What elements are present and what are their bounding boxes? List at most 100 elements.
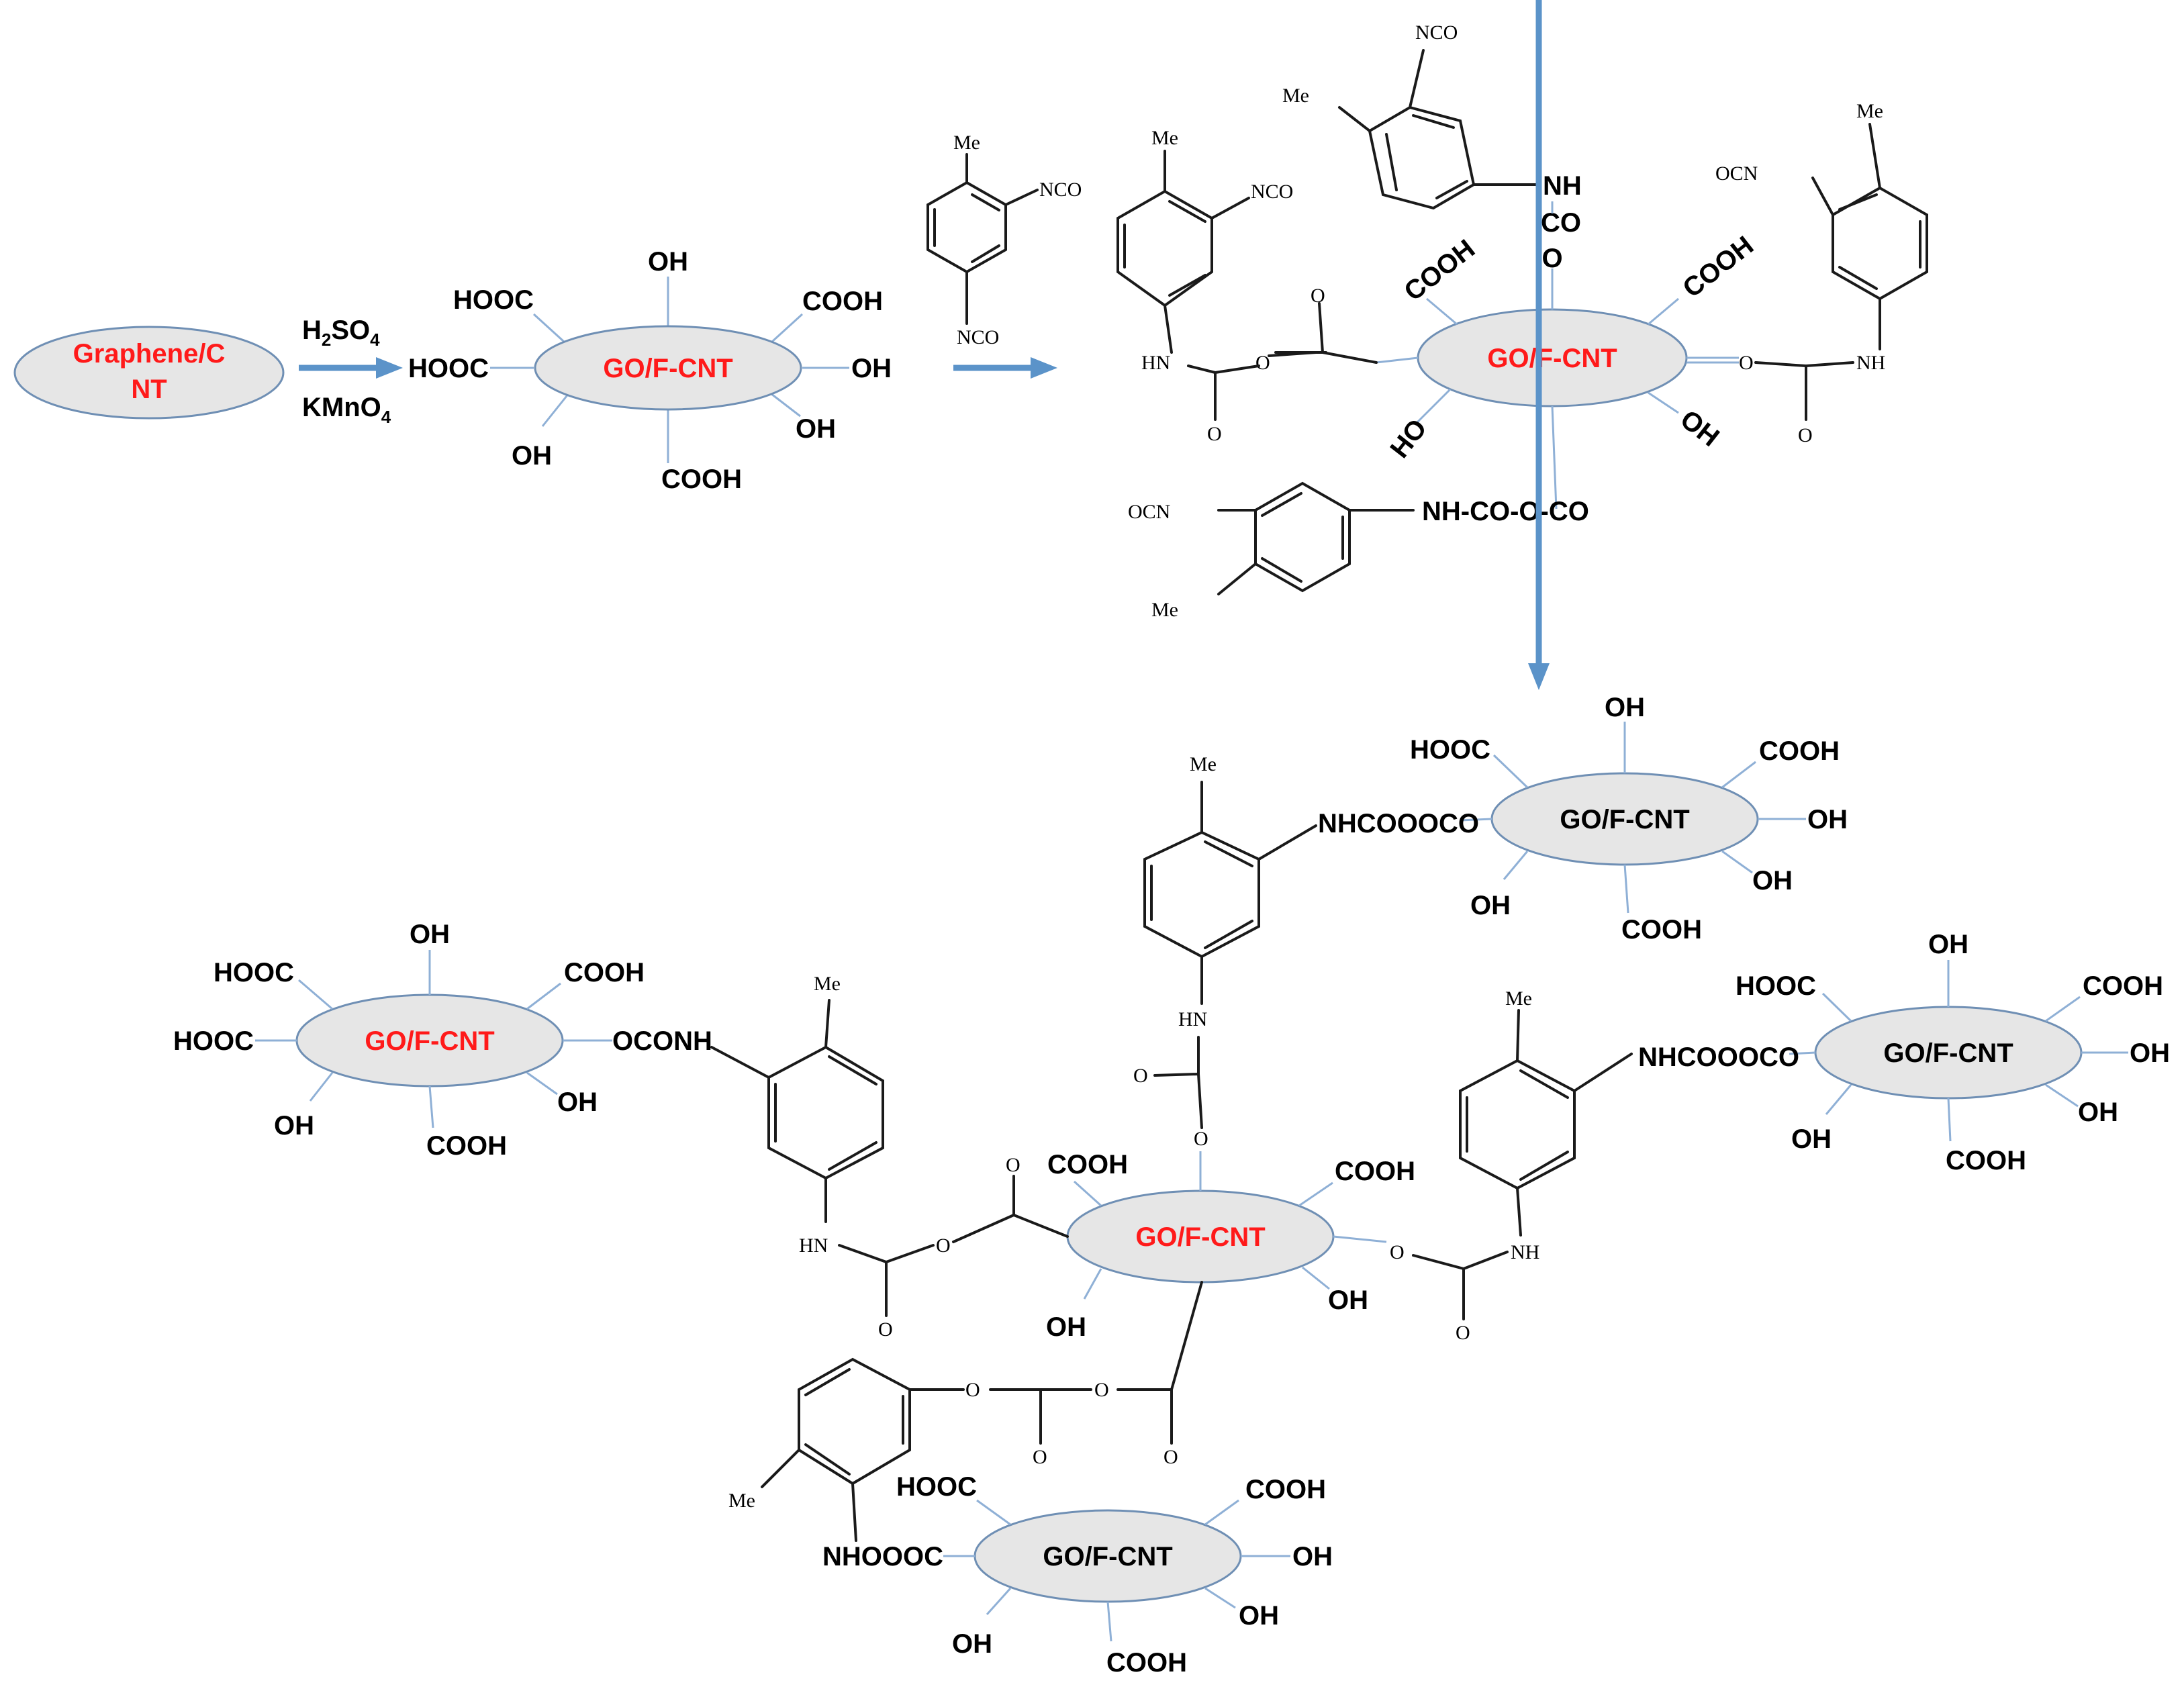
- left-me: Me: [1151, 127, 1178, 149]
- bottom-o-2: O: [1094, 1379, 1109, 1401]
- top-co: CO: [1541, 208, 1581, 238]
- right-cooh-2: COOH: [1946, 1146, 2026, 1175]
- reagent-kmno4: KMnO4: [302, 393, 391, 427]
- bottom-oh-right: OH: [1292, 1542, 1333, 1571]
- bottom-link-label: NH-CO-O-CO: [1422, 497, 1589, 526]
- right-aryl-me: Me: [1505, 987, 1532, 1010]
- oxidation-arrow: [299, 357, 403, 379]
- left-aryl-link: Me HN O O O: [710, 973, 1069, 1341]
- oh-right-1: OH: [851, 354, 892, 383]
- left-o-1: O: [1311, 285, 1325, 307]
- right-oh-lr: OH: [2078, 1098, 2118, 1127]
- right-nh: NH: [1856, 352, 1885, 374]
- upper-oh-lr: OH: [1752, 866, 1793, 895]
- tdi-me: Me: [953, 132, 980, 154]
- left-nco: NCO: [1251, 181, 1293, 203]
- upper-oh-ll: OH: [1470, 891, 1511, 920]
- left-tdi-arm: O O O HN Me NCO: [1117, 127, 1378, 445]
- left-oh-top: OH: [410, 920, 450, 949]
- oh-top-1: OH: [648, 247, 688, 277]
- left-link-label: OCONH: [612, 1026, 712, 1056]
- go-fcnt-central: GO/F-CNT COOH COOH OH OH: [1046, 1150, 1415, 1342]
- right-aryl-nh: NH: [1511, 1241, 1539, 1263]
- hooc-left-1: HOOC: [408, 354, 489, 383]
- cooh-bottom-1: COOH: [661, 465, 742, 494]
- bottom-hooc: HOOC: [896, 1472, 977, 1502]
- upper-aryl-hn: HN: [1178, 1008, 1207, 1030]
- core-label-bottom: GO/F-CNT: [1043, 1542, 1172, 1571]
- bottom-cooh-2: COOH: [1106, 1648, 1187, 1678]
- core-label-2: GO/F-CNT: [1487, 344, 1617, 373]
- right-tdi-arm: O O NH Me OCN: [1687, 100, 1928, 446]
- bottom-oh-ll: OH: [952, 1629, 992, 1659]
- oh-ll-1: OH: [512, 441, 552, 471]
- core-label-upper: GO/F-CNT: [1560, 805, 1689, 834]
- hooc-ul-1: HOOC: [453, 285, 534, 315]
- bottom-aryl-me: Me: [728, 1490, 755, 1512]
- right-oh-right: OH: [2130, 1038, 2170, 1068]
- top-nh: NH: [1543, 171, 1582, 201]
- left-aryl-me: Me: [814, 973, 841, 995]
- core-label-1: GO/F-CNT: [603, 354, 732, 383]
- left-o-3: O: [1207, 423, 1222, 445]
- right-oh-top: OH: [1928, 930, 1968, 959]
- upper-oh-right: OH: [1807, 805, 1848, 834]
- core-label-right: GO/F-CNT: [1883, 1038, 2013, 1068]
- right-link-label: NHCOOOCO: [1638, 1043, 1799, 1072]
- upper-hooc: HOOC: [1410, 735, 1490, 765]
- left-hn: HN: [1141, 352, 1170, 374]
- cooh-ur-1: COOH: [802, 287, 883, 316]
- right-me: Me: [1856, 100, 1883, 122]
- left-aryl-o-2: O: [936, 1234, 951, 1257]
- bottom-o-3: O: [1033, 1446, 1047, 1468]
- oh-lr-1: OH: [796, 414, 836, 444]
- upper-link-label: NHCOOOCO: [1318, 809, 1479, 838]
- left-hooc-1: HOOC: [213, 958, 294, 987]
- upper-oh-top: OH: [1605, 693, 1645, 722]
- left-hooc-2: HOOC: [173, 1026, 254, 1056]
- right-o-2: O: [1798, 424, 1813, 446]
- left-aryl-o-1: O: [878, 1318, 893, 1341]
- core-label-central: GO/F-CNT: [1135, 1222, 1265, 1252]
- cooh-ul-2: COOH: [1398, 234, 1480, 307]
- graphene-cnt-label-1: Graphene/C: [73, 339, 226, 369]
- bottom-o-4: O: [965, 1379, 980, 1401]
- go-fcnt-left: GO/F-CNT OH HOOC COOH HOOC OCONH OH COOH…: [173, 920, 712, 1161]
- right-aryl-o-2: O: [1390, 1241, 1405, 1263]
- core-label-left: GO/F-CNT: [365, 1026, 494, 1056]
- cooh-ur-2: COOH: [1677, 231, 1759, 304]
- bottom-link-label: NHOOOC: [822, 1542, 943, 1571]
- left-oh-ll: OH: [274, 1111, 314, 1141]
- central-oh-1: OH: [1046, 1312, 1086, 1342]
- bottom-aryl-link: O O O O Me: [728, 1281, 1203, 1542]
- left-oh-lr: OH: [557, 1087, 598, 1117]
- crosslink-arrow: [1528, 0, 1550, 690]
- left-aryl-hn: HN: [799, 1234, 828, 1257]
- go-fcnt-core-1: GO/F-CNT OH COOH OH OH COOH OH HOOC HOOC: [408, 247, 892, 494]
- tdi-reagent: Me NCO NCO: [927, 132, 1082, 348]
- left-o-2: O: [1255, 352, 1270, 374]
- go-fcnt-bottom: GO/F-CNT HOOC COOH OH OH COOH OH NHOOOC: [822, 1472, 1333, 1678]
- central-cooh-1: COOH: [1047, 1150, 1128, 1179]
- right-aryl-o-1: O: [1456, 1322, 1470, 1344]
- left-aryl-o-3: O: [1006, 1154, 1020, 1176]
- upper-aryl-me: Me: [1190, 753, 1217, 775]
- bottom-oh-lr: OH: [1239, 1601, 1279, 1631]
- ho-ll-2: HO: [1384, 414, 1433, 463]
- bottom-ocn: OCN: [1128, 501, 1170, 523]
- right-oh-ll: OH: [1791, 1124, 1832, 1154]
- upper-aryl-link: NHCOOOCO Me HN O O: [1133, 753, 1479, 1191]
- graphene-cnt-label-2: NT: [131, 375, 167, 404]
- right-o-1: O: [1739, 352, 1754, 374]
- upper-cooh-2: COOH: [1621, 915, 1702, 945]
- upper-aryl-o-1: O: [1133, 1065, 1148, 1087]
- central-oh-2: OH: [1328, 1286, 1368, 1315]
- right-ocn: OCN: [1715, 162, 1758, 185]
- bottom-o-1: O: [1164, 1446, 1178, 1468]
- left-cooh-2: COOH: [426, 1131, 507, 1161]
- oh-lr-2: OH: [1674, 404, 1724, 452]
- tdi-nco-1: NCO: [1039, 179, 1082, 201]
- bottom-cooh-1: COOH: [1245, 1475, 1326, 1504]
- bottom-me: Me: [1151, 599, 1178, 621]
